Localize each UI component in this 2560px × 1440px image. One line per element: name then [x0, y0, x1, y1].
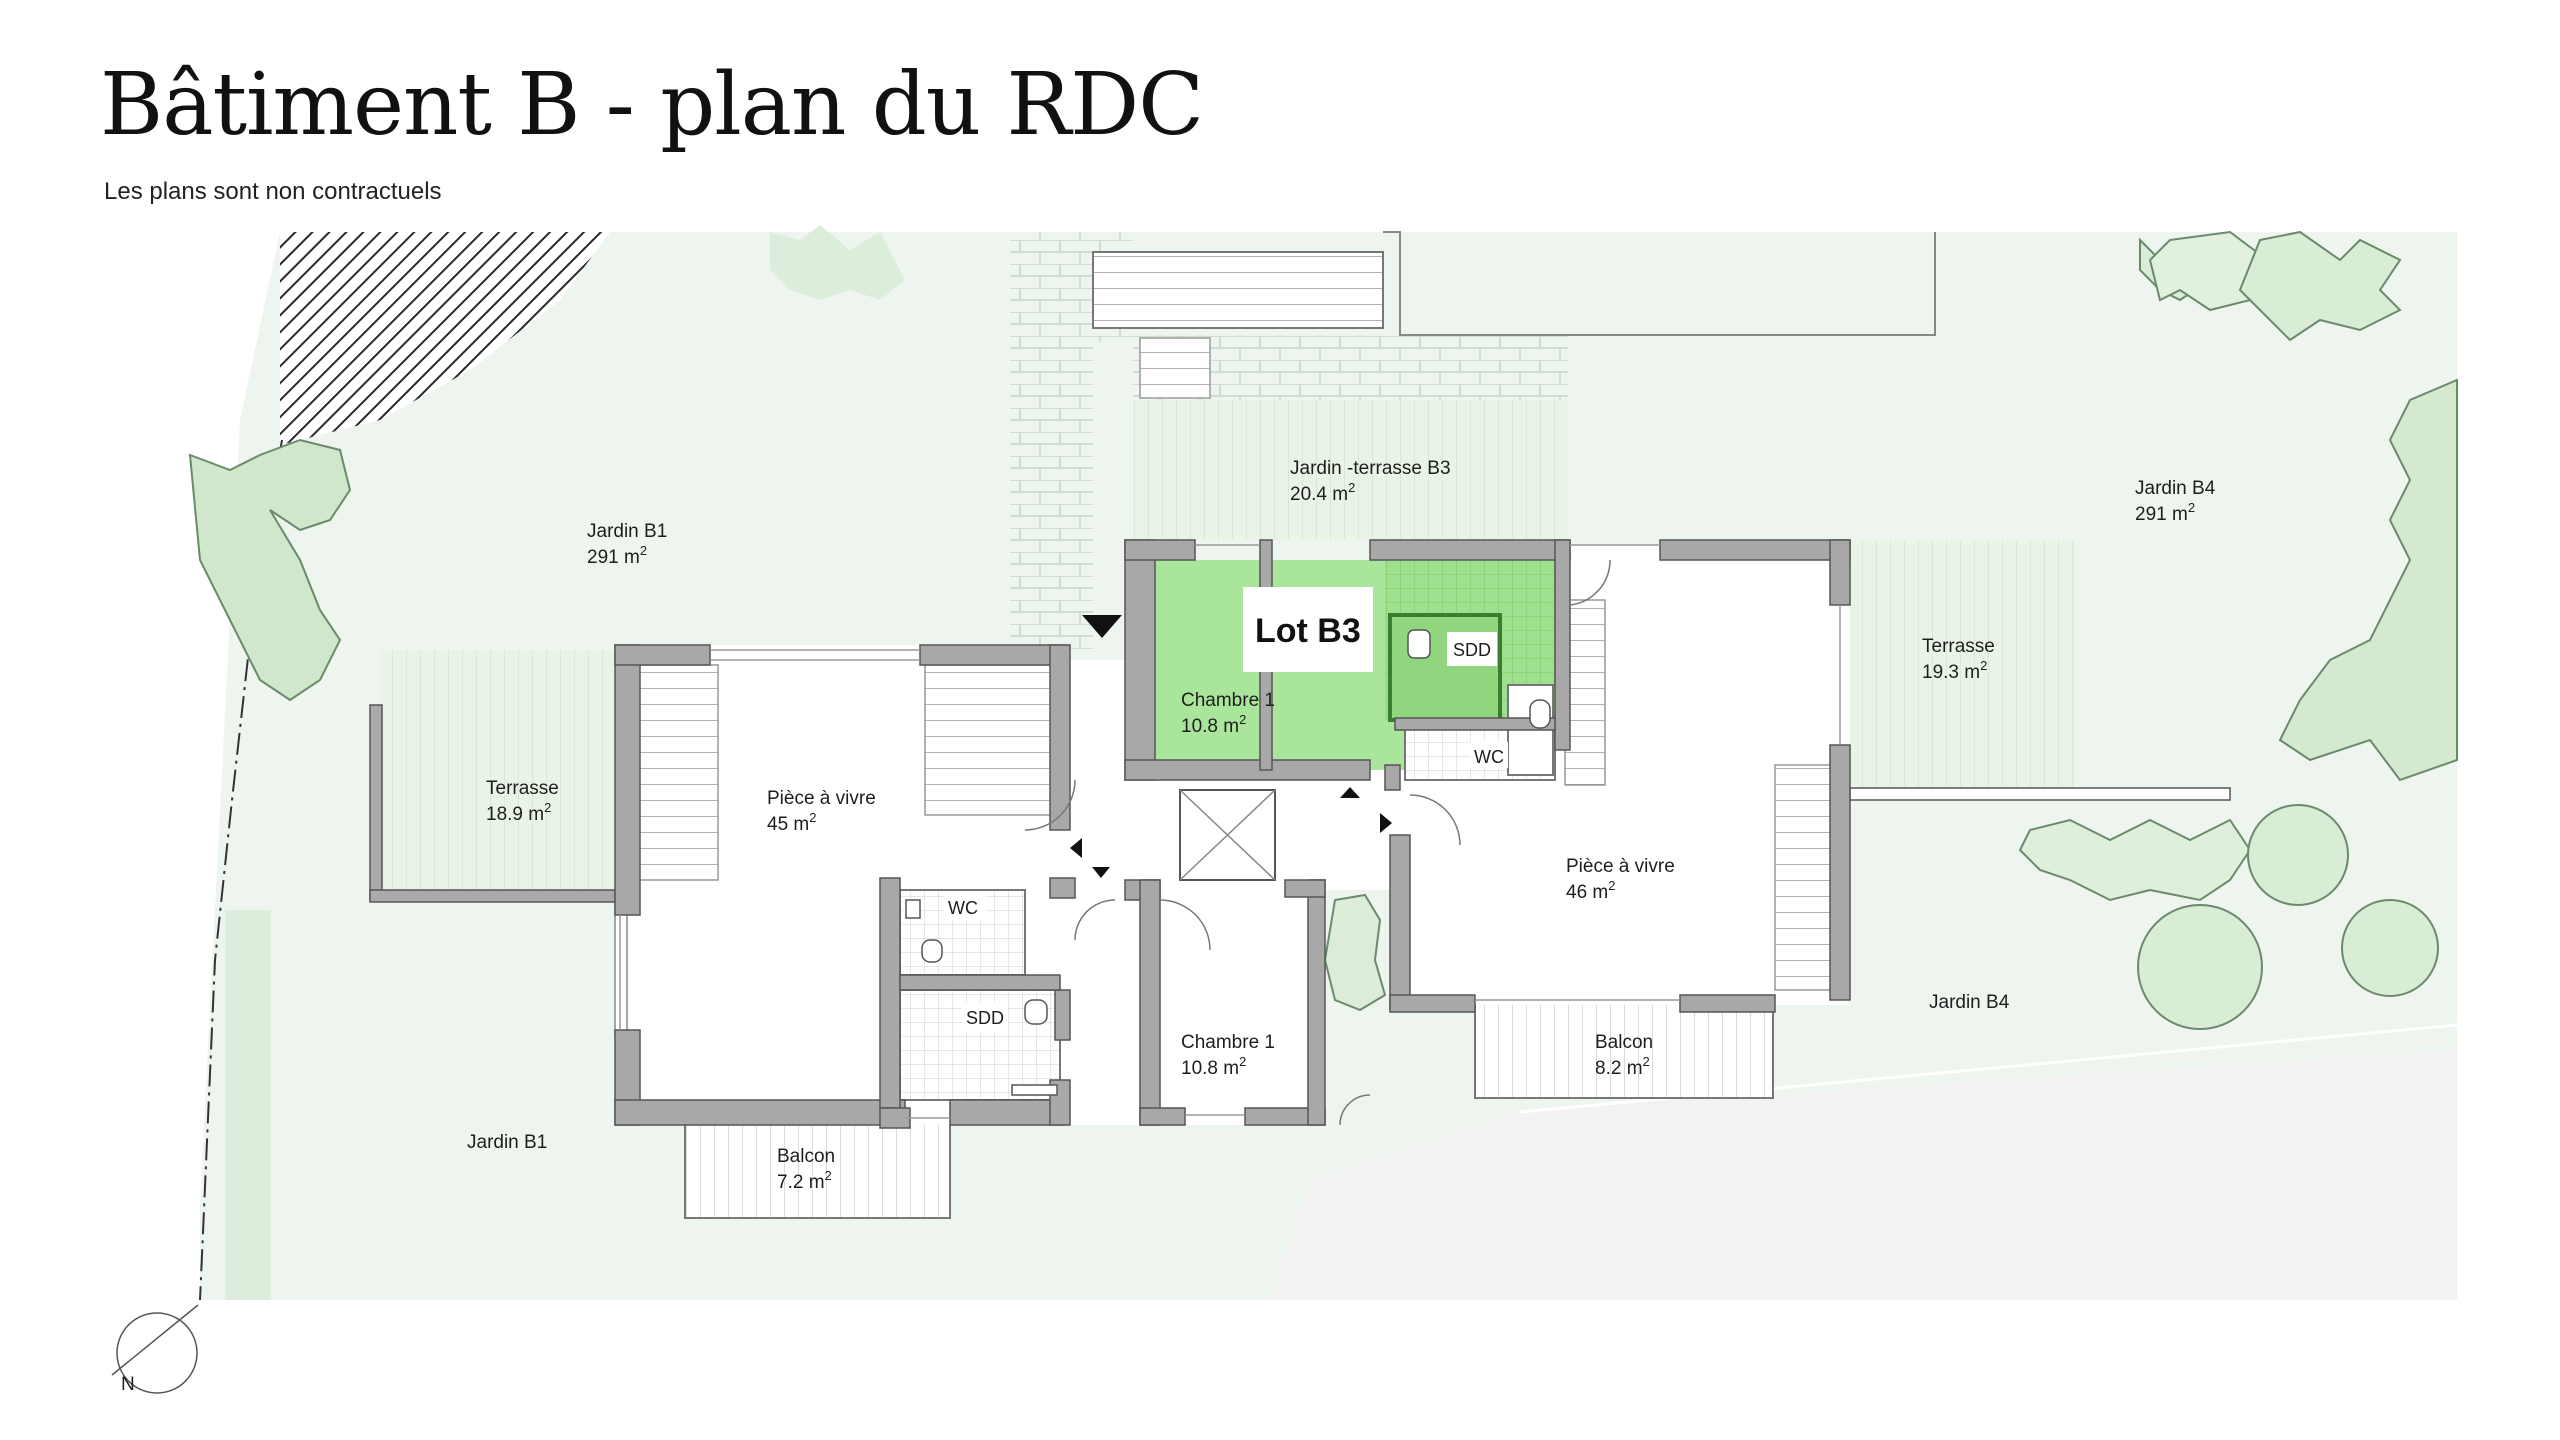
- compass-north-label: N: [121, 1374, 135, 1395]
- exp-balcon-left: 2: [825, 1168, 832, 1183]
- area-balcon-left: 7.2 m: [777, 1172, 825, 1193]
- page-title: Bâtiment B - plan du RDC: [100, 55, 1204, 155]
- paved-path: [1010, 232, 1093, 652]
- area-chambre1-center: 10.8 m: [1181, 1058, 1239, 1079]
- exp-piece-vivre-left: 2: [809, 810, 816, 825]
- tree-group: [188, 225, 2458, 1030]
- label-piece-vivre-left: Pièce à vivre: [767, 788, 876, 809]
- exp-jardin-b1-top: 2: [640, 543, 647, 558]
- area-piece-vivre-left: 45 m: [767, 814, 809, 835]
- tree-round-1: [2247, 804, 2349, 906]
- room-labels: Jardin B1 291 m2 Jardin -terrasse B3 20.…: [467, 458, 2216, 1193]
- area-jardin-b1-top: 291 m: [587, 547, 640, 568]
- tree-center-small: [1323, 893, 1387, 1012]
- label-sdd-left: SDD: [966, 1008, 1004, 1028]
- svg-text:10.8 m2: 10.8 m2: [1181, 712, 1246, 737]
- exp-terrasse-left: 2: [544, 800, 551, 815]
- tree-right-edge: [2278, 378, 2458, 782]
- svg-text:19.3 m2: 19.3 m2: [1922, 658, 1987, 683]
- tree-round-2: [2341, 899, 2439, 997]
- tree-top-left: [770, 225, 905, 300]
- terrasse-right-area: [1850, 540, 2075, 795]
- label-jardin-b1-bottom: Jardin B1: [467, 1132, 547, 1153]
- exp-piece-vivre-right: 2: [1608, 878, 1615, 893]
- tree-left-edge: [188, 438, 352, 702]
- tree-right-mid: [2018, 818, 2252, 902]
- svg-text:45 m2: 45 m2: [767, 810, 816, 835]
- balcon-left-area: [684, 1119, 951, 1219]
- area-terrasse-left: 18.9 m: [486, 804, 544, 825]
- page-subtitle: Les plans sont non contractuels: [104, 178, 442, 205]
- entrance-arrow-icon: [1082, 615, 1122, 638]
- label-piece-vivre-right: Pièce à vivre: [1566, 856, 1675, 877]
- area-jardin-terrasse-b3: 20.4 m: [1290, 484, 1348, 505]
- label-chambre1-b3: Chambre 1: [1181, 690, 1275, 711]
- exp-terrasse-right: 2: [1980, 658, 1987, 673]
- terrasse-left-area: [380, 650, 615, 900]
- label-terrasse-left: Terrasse: [486, 778, 559, 799]
- area-jardin-b4-top: 291 m: [2135, 504, 2188, 525]
- svg-text:291 m2: 291 m2: [587, 543, 647, 568]
- label-wc-right: WC: [1474, 747, 1504, 767]
- label-jardin-terrasse-b3: Jardin -terrasse B3: [1290, 458, 1451, 479]
- chambre-center-floor: [1145, 885, 1325, 1125]
- label-balcon-left: Balcon: [777, 1146, 835, 1167]
- label-jardin-b4-bottom: Jardin B4: [1929, 992, 2010, 1013]
- exp-chambre1-center: 2: [1239, 1054, 1246, 1069]
- svg-text:7.2 m2: 7.2 m2: [777, 1168, 832, 1193]
- area-balcon-right: 8.2 m: [1595, 1058, 1643, 1079]
- svg-text:46 m2: 46 m2: [1566, 878, 1615, 903]
- area-piece-vivre-right: 46 m: [1566, 882, 1608, 903]
- exp-balcon-right: 2: [1643, 1054, 1650, 1069]
- exp-chambre1-b3: 2: [1239, 712, 1246, 727]
- svg-text:18.9 m2: 18.9 m2: [486, 800, 551, 825]
- exp-jardin-terrasse-b3: 2: [1348, 480, 1355, 495]
- arrow-right-icon: [1380, 813, 1392, 833]
- tree-top-right-3: [2238, 230, 2402, 342]
- stairs-left-unit: [637, 664, 719, 881]
- balcon-right-area: [1474, 997, 1774, 1099]
- label-jardin-b4-top: Jardin B4: [2135, 478, 2216, 499]
- hedge-left: [225, 910, 271, 1300]
- hatched-area: [280, 232, 610, 445]
- arrow-up-icon: [1340, 787, 1360, 798]
- svg-text:291 m2: 291 m2: [2135, 500, 2195, 525]
- exp-jardin-b4-top: 2: [2188, 500, 2195, 515]
- tree-round-3: [2137, 904, 2263, 1030]
- north-compass: N: [111, 1304, 199, 1395]
- top-stair-block: [1092, 251, 1384, 329]
- svg-text:8.2 m2: 8.2 m2: [1595, 1054, 1650, 1079]
- svg-text:20.4 m2: 20.4 m2: [1290, 480, 1355, 505]
- stairs-right-unit: [1564, 599, 1606, 786]
- label-balcon-right: Balcon: [1595, 1032, 1653, 1053]
- jardin-terrasse-b3-area: [1133, 400, 1568, 540]
- lot-label: Lot B3: [1255, 612, 1361, 650]
- area-chambre1-b3: 10.8 m: [1181, 716, 1239, 737]
- arrow-left-icon: [1070, 838, 1082, 858]
- label-sdd-lot: SDD: [1453, 640, 1491, 660]
- label-jardin-b1-top: Jardin B1: [587, 521, 667, 542]
- compass-circle: [116, 1312, 198, 1394]
- svg-text:10.8 m2: 10.8 m2: [1181, 1054, 1246, 1079]
- label-chambre1-center: Chambre 1: [1181, 1032, 1275, 1053]
- area-terrasse-right: 19.3 m: [1922, 662, 1980, 683]
- arrow-down-icon: [1092, 867, 1110, 878]
- road-area: [1270, 1050, 2457, 1300]
- building: [614, 539, 1851, 1129]
- label-terrasse-right: Terrasse: [1922, 636, 1995, 657]
- label-wc-left: WC: [948, 898, 978, 918]
- lot-label-box: [1243, 587, 1373, 672]
